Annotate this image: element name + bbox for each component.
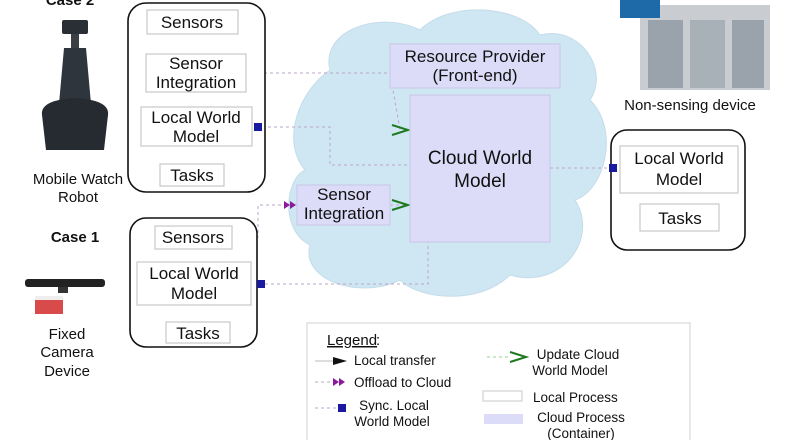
local-transfer-icon [333, 357, 347, 365]
offload-icon [333, 378, 345, 386]
case1-local-world-model-box [136, 261, 252, 306]
sync-icon [338, 404, 346, 412]
cloud-process-swatch [484, 414, 523, 424]
robot-image [41, 20, 109, 150]
legend: Legend : Local transfer Offload to Cloud… [306, 322, 691, 440]
sync-icon [254, 123, 262, 131]
sync-icon [609, 164, 617, 172]
sync-icon [257, 280, 265, 288]
cloud-world-model-box [409, 94, 551, 243]
offload-arrow-icon [284, 201, 296, 209]
non-sensing-device-image [620, 0, 770, 90]
non-sensing-tasks-box [639, 203, 720, 232]
legend-cloud-process: Cloud Process(Container) [537, 410, 625, 440]
resource-provider-box [389, 43, 561, 89]
update-arrow-icon [391, 199, 412, 211]
non-sensing-local-world-model-box [619, 145, 739, 194]
case1-tasks-box [165, 321, 231, 344]
case2-tasks-box [159, 163, 225, 187]
case2-label: Case 2 [46, 0, 94, 9]
non-sensing-tasks-label: Tasks [658, 209, 701, 228]
legend-offload: Offload to Cloud [354, 375, 451, 390]
svg-text::: : [376, 332, 380, 349]
local-process-swatch [482, 390, 523, 402]
legend-local-process: Local Process [533, 390, 618, 405]
cloud-sensor-integration-box [296, 184, 391, 226]
case1-sensors-box [154, 225, 233, 250]
resource-provider-label: Resource Provider(Front-end) [405, 47, 546, 85]
legend-title: Legend [327, 332, 377, 349]
case2-sensor-integration-box [145, 53, 247, 93]
camera-image [25, 279, 105, 314]
update-arrow-icon [391, 124, 412, 136]
case2-tasks-label: Tasks [170, 166, 213, 185]
case1-sensors-label: Sensors [162, 228, 224, 247]
case2-sensors-box [146, 9, 239, 35]
case1-tasks-label: Tasks [176, 324, 219, 343]
update-icon [509, 351, 530, 363]
case2-local-world-model-box [140, 106, 253, 147]
case2-sensors-label: Sensors [161, 13, 223, 32]
legend-local-transfer: Local transfer [354, 353, 436, 368]
case1-label: Case 1 [51, 229, 99, 246]
non-sensing-device-label: Non-sensing device [624, 97, 756, 114]
